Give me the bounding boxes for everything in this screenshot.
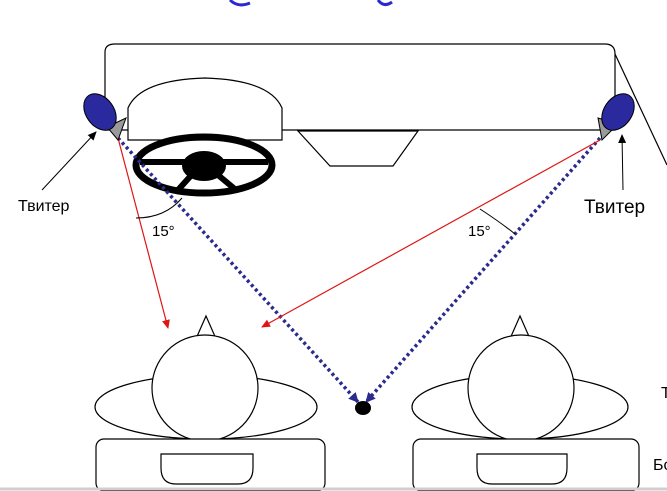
tweeter-right-pointer <box>618 134 627 191</box>
instrument-cluster <box>127 77 283 141</box>
angle-left-label: 15° <box>152 223 175 240</box>
steering-hub <box>182 151 226 181</box>
seat-right <box>412 438 640 491</box>
tweeter-left-pointer <box>41 131 97 191</box>
title-fragment <box>228 0 393 7</box>
steering-wheel <box>132 133 276 197</box>
seat-left <box>95 438 326 491</box>
dotted-line-right <box>364 136 602 404</box>
angle-arc-left <box>135 197 183 219</box>
occupant-right <box>411 314 629 442</box>
red-line-left <box>117 137 170 329</box>
edge-label-2: Бо <box>653 457 667 474</box>
windshield-edge <box>614 53 667 166</box>
tweeter-right-icon <box>597 93 635 142</box>
tweeter-left-label: Твитер <box>18 198 70 215</box>
tweeter-left-icon <box>83 93 127 141</box>
angle-right-label: 15° <box>468 223 491 240</box>
head-right <box>467 334 575 442</box>
listening-point <box>355 401 371 415</box>
red-line-right <box>261 139 601 328</box>
occupant-left <box>94 314 318 442</box>
head-left <box>151 334 259 442</box>
center-console <box>296 130 420 167</box>
edge-label-1: Т <box>661 385 667 402</box>
tweeter-right-label: Твитер <box>584 197 645 218</box>
angle-arc-right <box>479 208 516 235</box>
